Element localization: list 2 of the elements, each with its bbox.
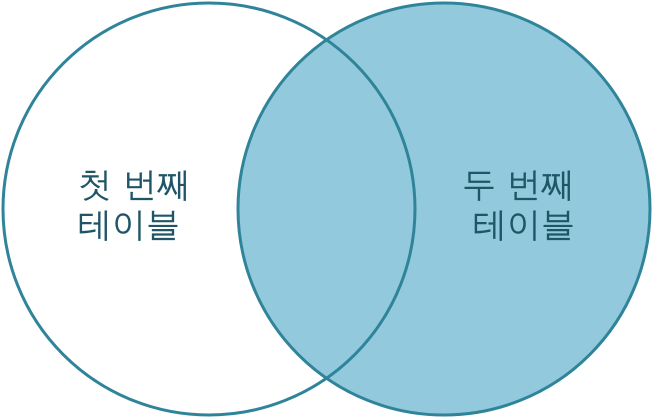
set-label: 두 번째 테이블 <box>461 165 575 245</box>
set-label: 첫 번째 테이블 <box>78 165 192 245</box>
